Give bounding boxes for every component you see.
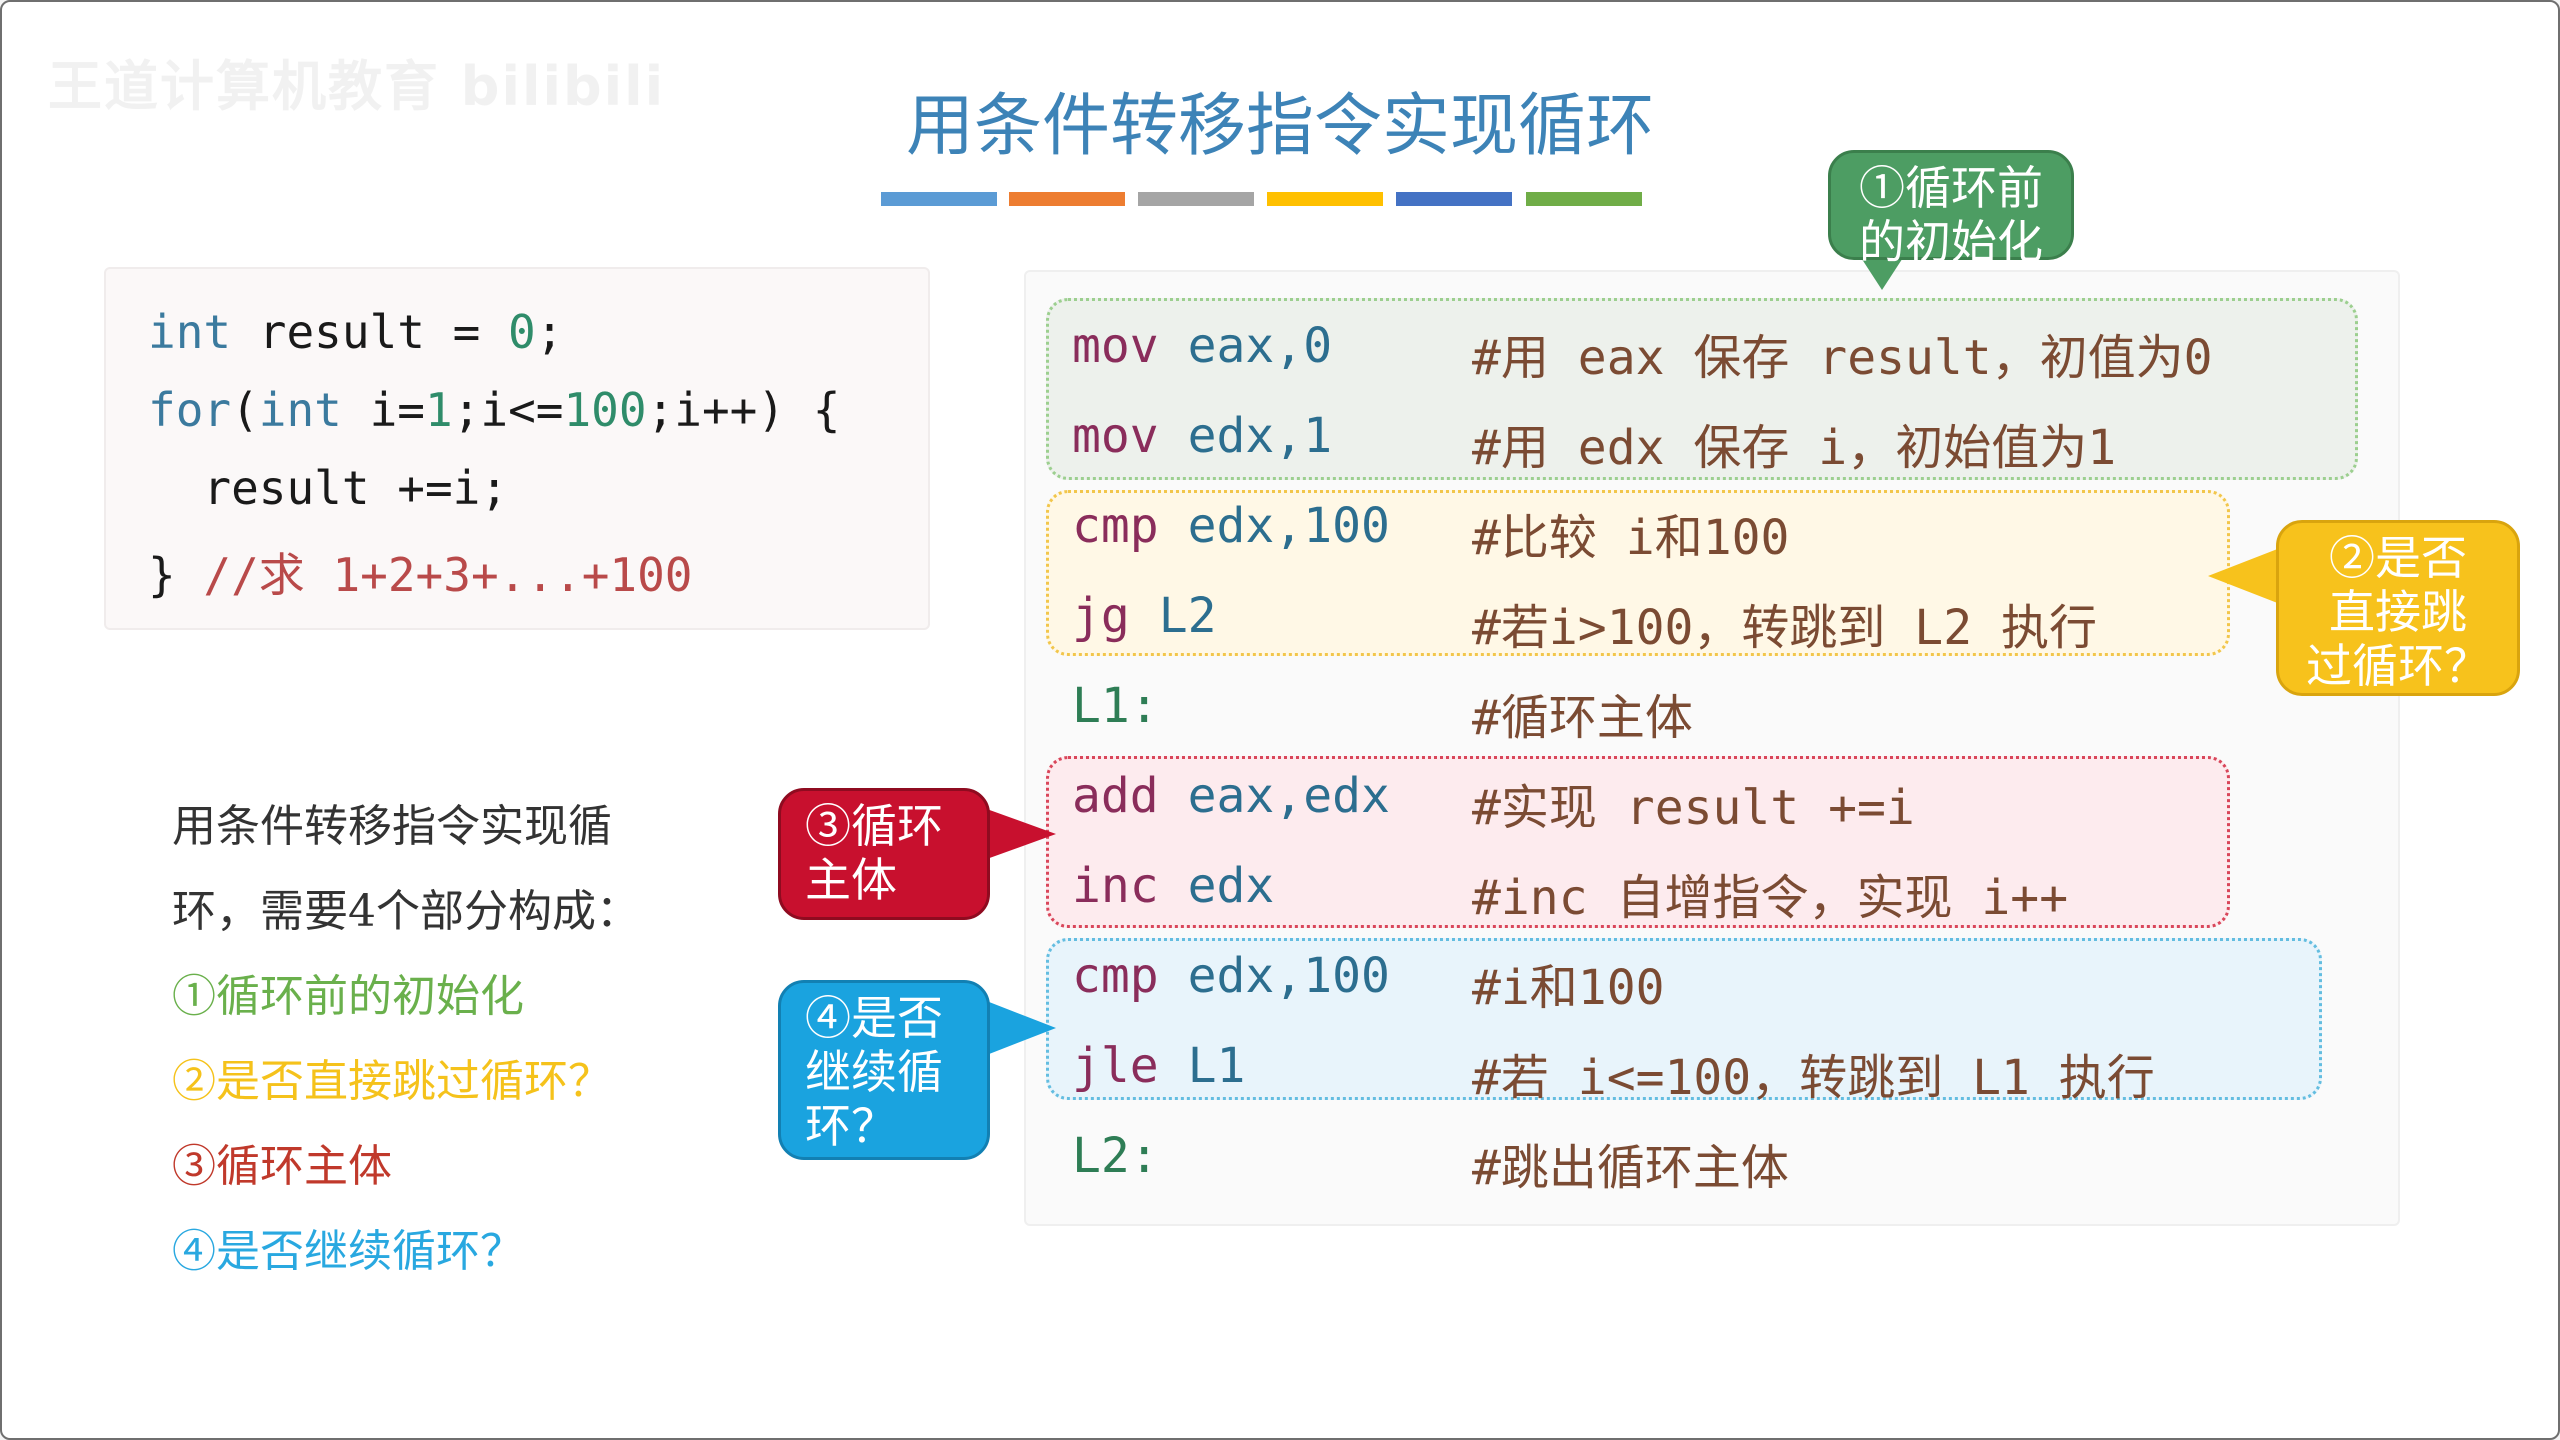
color-bar-3 xyxy=(1138,192,1254,206)
callout-text: 直接跳 xyxy=(2329,585,2467,639)
code-text: ( xyxy=(231,383,259,437)
asm-comment-6: #实现 result +=i xyxy=(1472,780,1915,836)
asm-line-7: inc edx xyxy=(1072,858,1274,914)
asm-line-10: L2: xyxy=(1072,1128,1159,1184)
asm-line-5: L1: xyxy=(1072,678,1159,734)
asm-args: edx xyxy=(1158,858,1275,914)
callout-loop-body: ③循环 主体 xyxy=(778,788,990,920)
description-item-1: ①循环前的初始化 xyxy=(172,971,524,1022)
asm-comment-2: #用 edx 保存 i，初始值为1 xyxy=(1472,420,2117,476)
asm-comment-4: #若i>100，转跳到 L2 执行 xyxy=(1472,600,2097,656)
c-code-line-1: int result = 0; xyxy=(148,305,563,359)
callout-continue-check: ④是否 继续循 环？ xyxy=(778,980,990,1160)
asm-op: mov xyxy=(1072,408,1159,464)
asm-op: inc xyxy=(1072,858,1159,914)
asm-label: L2: xyxy=(1072,1128,1159,1184)
code-number: 1 xyxy=(424,383,453,437)
code-text: ; xyxy=(535,305,564,359)
code-number: 0 xyxy=(508,305,536,359)
callout-text: 环？ xyxy=(805,1099,897,1153)
asm-comment-1: #用 eax 保存 result，初值为0 xyxy=(1472,330,2213,386)
asm-line-9: jle L1 xyxy=(1072,1038,1245,1094)
keyword-for: for xyxy=(148,383,232,437)
callout-text: 继续循 xyxy=(805,1045,943,1099)
callout-3-tail xyxy=(984,808,1056,860)
asm-line-1: mov eax,0 xyxy=(1072,318,1332,374)
c-code-line-3: result +=i; xyxy=(148,461,509,515)
callout-4-tail xyxy=(984,1000,1056,1056)
callout-text: ①循环前 xyxy=(1859,161,2043,215)
keyword-int: int xyxy=(148,305,232,359)
watermark: 王道计算机教育 bilibili xyxy=(48,55,666,118)
color-bar-6 xyxy=(1526,192,1642,206)
asm-line-4: jg L2 xyxy=(1072,588,1217,644)
asm-line-3: cmp edx,100 xyxy=(1072,498,1390,554)
callout-text: 的初始化 xyxy=(1859,215,2043,269)
color-bar-5 xyxy=(1396,192,1512,206)
code-text: ;i<= xyxy=(452,383,564,437)
keyword-int: int xyxy=(258,383,342,437)
skip-check-block xyxy=(1046,490,2230,656)
asm-op: mov xyxy=(1072,318,1159,374)
asm-op: jle xyxy=(1072,1038,1159,1094)
callout-2-tail xyxy=(2208,548,2280,604)
code-text: result = xyxy=(231,305,509,359)
code-comment: //求 1+2+3+...+100 xyxy=(203,548,693,602)
asm-comment-5: #循环主体 xyxy=(1472,690,1693,746)
color-bar-2 xyxy=(1009,192,1125,206)
code-text: i= xyxy=(341,383,425,437)
asm-comment-7: #inc 自增指令，实现 i++ xyxy=(1472,870,2069,926)
callout-skip-check: ②是否 直接跳 过循环？ xyxy=(2276,520,2520,696)
asm-args: L2 xyxy=(1129,588,1217,644)
asm-op: jg xyxy=(1072,588,1130,644)
continue-check-block xyxy=(1046,938,2322,1100)
color-bar-1 xyxy=(881,192,997,206)
asm-op: cmp xyxy=(1072,948,1159,1004)
c-code-line-2: for(int i=1;i<=100;i++) { xyxy=(148,383,840,437)
c-code-line-4: } //求 1+2+3+...+100 xyxy=(148,539,693,605)
asm-args: eax,edx xyxy=(1158,768,1390,824)
asm-op: cmp xyxy=(1072,498,1159,554)
asm-comment-3: #比较 i和100 xyxy=(1472,510,1790,566)
code-text: ;i++) { xyxy=(646,383,841,437)
description-item-3: ③循环主体 xyxy=(172,1141,392,1192)
description-intro-line-2: 环，需要4个部分构成： xyxy=(172,886,640,937)
asm-comment-10: #跳出循环主体 xyxy=(1472,1140,1789,1196)
callout-text: 过循环？ xyxy=(2306,639,2490,693)
description-item-4: ④是否继续循环？ xyxy=(172,1226,524,1277)
asm-args: edx,100 xyxy=(1158,948,1390,1004)
callout-text: ②是否 xyxy=(2329,531,2467,585)
code-number: 100 xyxy=(563,383,647,437)
asm-args: L1 xyxy=(1158,1038,1246,1094)
slide-title: 用条件转移指令实现循环 xyxy=(905,87,1654,166)
callout-text: ④是否 xyxy=(805,991,943,1045)
asm-args: eax,0 xyxy=(1158,318,1333,374)
asm-args: edx,1 xyxy=(1158,408,1333,464)
init-block xyxy=(1046,298,2358,480)
callout-text: 主体 xyxy=(805,853,897,907)
callout-init: ①循环前 的初始化 xyxy=(1828,150,2074,269)
asm-line-8: cmp edx,100 xyxy=(1072,948,1390,1004)
description-intro-line-1: 用条件转移指令实现循 xyxy=(172,801,612,852)
description-item-2: ②是否直接跳过循环？ xyxy=(172,1056,612,1107)
code-text: } xyxy=(148,548,204,602)
c-code-box: int result = 0; for(int i=1;i<=100;i++) … xyxy=(104,267,930,630)
asm-op: add xyxy=(1072,768,1159,824)
callout-text: ③循环 xyxy=(805,799,943,853)
color-bar-4 xyxy=(1267,192,1383,206)
asm-comment-8: #i和100 xyxy=(1472,960,1665,1016)
asm-line-6: add eax,edx xyxy=(1072,768,1390,824)
asm-args: edx,100 xyxy=(1158,498,1390,554)
asm-line-2: mov edx,1 xyxy=(1072,408,1332,464)
asm-label: L1: xyxy=(1072,678,1159,734)
asm-comment-9: #若 i<=100，转跳到 L1 执行 xyxy=(1472,1050,2155,1106)
